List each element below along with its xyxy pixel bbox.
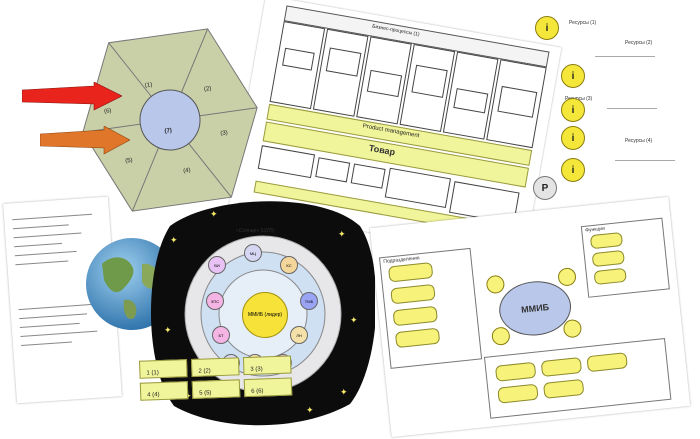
hex-label-5: (5) bbox=[124, 157, 134, 165]
text-line bbox=[595, 56, 655, 79]
value-box: 3 (3) bbox=[242, 355, 292, 376]
cosmos-top-label: «Солнце» (ЦУП) bbox=[236, 228, 275, 234]
resource-title-4: Ресурсы (4) bbox=[625, 138, 653, 144]
value-box: 4 (4) bbox=[139, 381, 189, 401]
star-icon: ✦ bbox=[210, 209, 218, 219]
resource-coin: i bbox=[561, 64, 585, 88]
cosmos-panel: «Солнце» (ЦУП) ММИБ (лидер) ВИ МЦ КС ТМБ… bbox=[150, 196, 377, 426]
arrow-circle-icon bbox=[557, 267, 577, 287]
hex-diagram bbox=[82, 28, 258, 212]
star-icon: ✦ bbox=[350, 315, 358, 325]
arrow-circle-icon bbox=[562, 318, 583, 339]
mmib-sheet: Подразделения ММИБ Функции bbox=[369, 196, 691, 438]
p-coin: P bbox=[533, 176, 557, 200]
star-icon: ✦ bbox=[306, 405, 314, 415]
value-box: 6 (6) bbox=[243, 377, 293, 398]
value-box: 2 (2) bbox=[190, 357, 240, 377]
planet: МЦ bbox=[244, 244, 262, 262]
text-line bbox=[607, 108, 657, 119]
resource-title-1: Ресурсы (1) bbox=[569, 20, 597, 26]
arrow-circle-icon bbox=[490, 326, 511, 347]
hex-label-4: (4) bbox=[182, 167, 192, 175]
hex-label-3: (3) bbox=[220, 130, 229, 138]
planet: ВИ bbox=[208, 256, 226, 274]
hex-center-label: (7) bbox=[164, 127, 173, 135]
value-box: 1 (1) bbox=[139, 359, 188, 379]
orange-arrow-icon bbox=[40, 126, 130, 155]
red-arrow-icon bbox=[22, 82, 122, 111]
resource-coin: i bbox=[561, 126, 585, 150]
coin-column: Ресурсы (1) Ресурсы (2) Ресурсы (3) Ресу… bbox=[533, 8, 695, 213]
lower-box bbox=[384, 167, 451, 209]
resource-title-2: Ресурсы (2) bbox=[625, 40, 653, 46]
planet: ЛН bbox=[290, 326, 308, 344]
bottom-boxes: 1 (1) 2 (2) 3 (3) 4 (4) 5 (5) 6 (6) bbox=[139, 355, 301, 421]
planet: БТ bbox=[212, 326, 230, 344]
planet: ЗПС bbox=[206, 292, 224, 310]
star-icon: ✦ bbox=[338, 229, 346, 239]
star-icon: ✦ bbox=[164, 325, 172, 335]
hex-panel: (1) (2) (3) (4) (5) (6) (7) bbox=[67, 8, 273, 231]
star-icon: ✦ bbox=[340, 387, 348, 397]
resource-coin: i bbox=[561, 158, 585, 182]
value-box: 5 (5) bbox=[191, 379, 241, 399]
process-box bbox=[411, 64, 448, 98]
planet: КС bbox=[280, 256, 298, 274]
lower-box bbox=[350, 163, 386, 189]
resource-coin: i bbox=[535, 16, 559, 40]
planet: ТМБ bbox=[300, 292, 318, 310]
sun-icon: ММИБ (лидер) bbox=[242, 292, 288, 338]
hex-label-2: (2) bbox=[203, 85, 212, 93]
hex-label-1: (1) bbox=[144, 82, 153, 90]
lower-box bbox=[315, 157, 351, 183]
text-line bbox=[615, 160, 675, 171]
arrow-circle-icon bbox=[485, 274, 506, 295]
star-icon: ✦ bbox=[170, 235, 178, 245]
resource-coin: i bbox=[561, 98, 585, 122]
